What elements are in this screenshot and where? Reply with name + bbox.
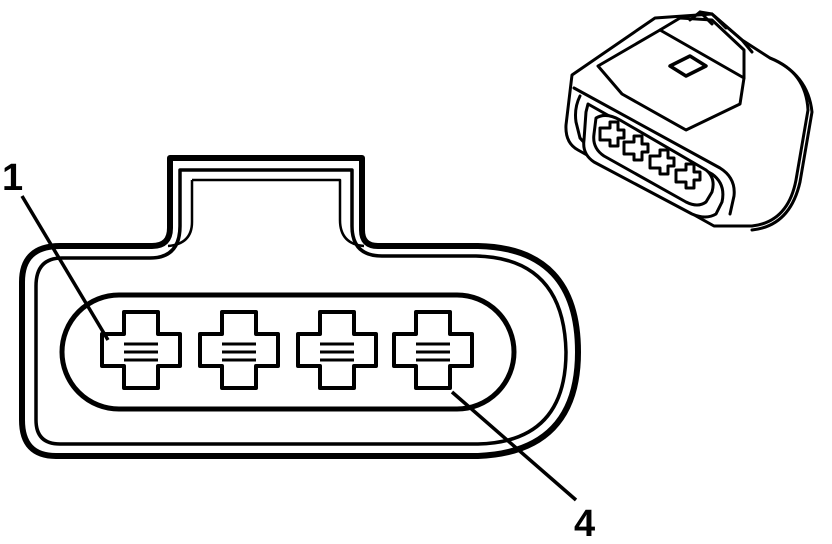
terminal-4 bbox=[392, 310, 474, 390]
key-tab-inner-line bbox=[192, 178, 365, 248]
terminal-cavity bbox=[59, 292, 517, 412]
terminal-1 bbox=[100, 310, 182, 390]
callout-4-leader bbox=[450, 390, 578, 502]
terminal-3 bbox=[296, 310, 378, 390]
terminal-3d-4 bbox=[674, 162, 702, 190]
callout-1-leader bbox=[20, 195, 110, 341]
terminal-3d-2 bbox=[622, 134, 650, 162]
terminal-2 bbox=[198, 310, 280, 390]
connector-face-view bbox=[19, 155, 581, 459]
terminal-3d-1 bbox=[598, 120, 626, 148]
connector-3d-terminals bbox=[598, 120, 702, 190]
connector-3d-view bbox=[564, 10, 814, 232]
terminal-3d-3 bbox=[648, 148, 676, 176]
callout-1-label: 1 bbox=[2, 157, 23, 199]
housing-outer-outline bbox=[19, 155, 581, 459]
callout-4-label: 4 bbox=[574, 503, 595, 544]
housing-inner-outline bbox=[34, 168, 568, 446]
terminals bbox=[100, 310, 474, 390]
